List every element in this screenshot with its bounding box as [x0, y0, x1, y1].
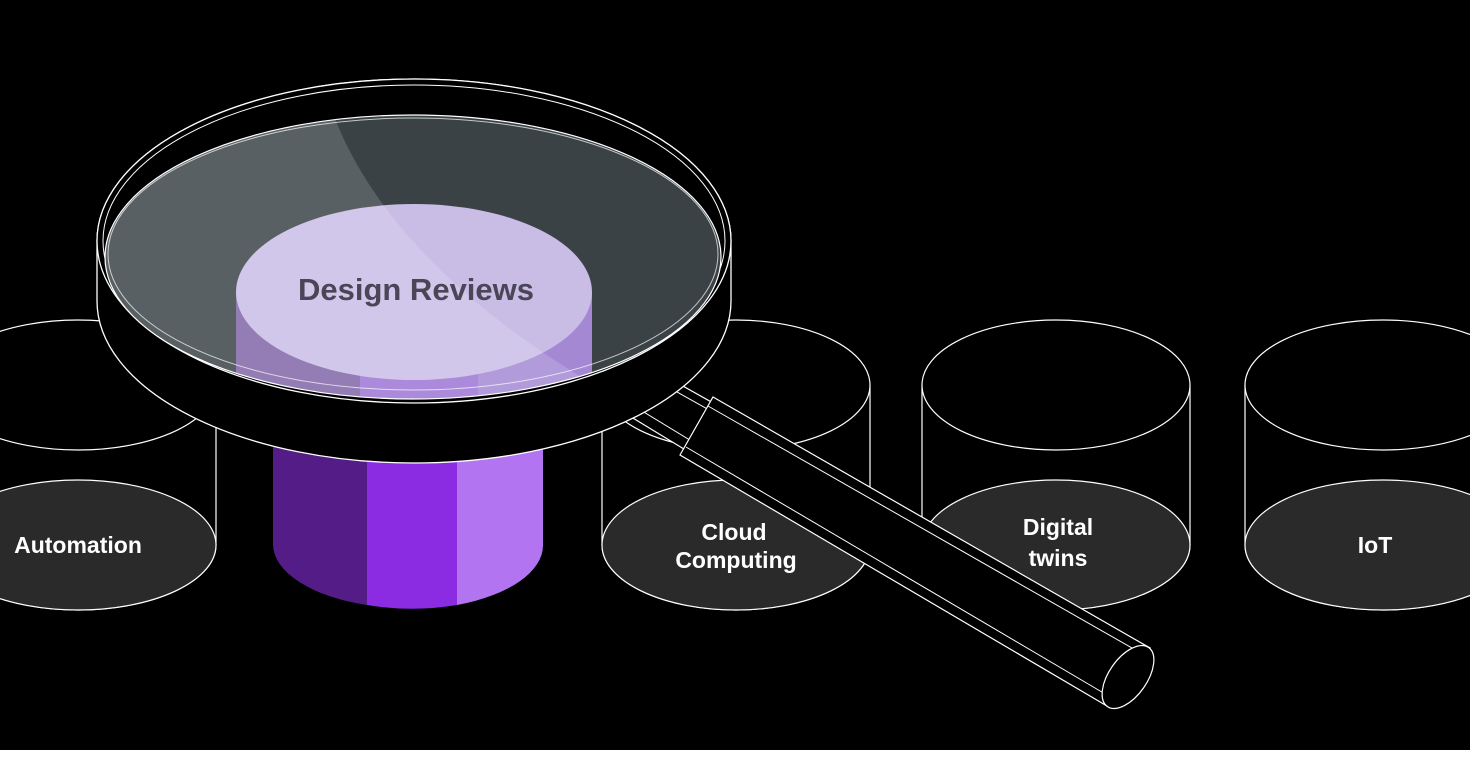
- magnifier-lens: Design Reviews: [96, 78, 732, 464]
- label-digital-line1: Digital: [1023, 514, 1093, 540]
- magnifier-handle: [617, 361, 1155, 710]
- label-iot: IoT: [1358, 532, 1393, 558]
- label-digital-line2: twins: [1029, 545, 1088, 571]
- handle-end-cap: [1101, 644, 1155, 710]
- cylinder-automation: Automation: [0, 319, 217, 611]
- cylinder-design-reviews: [273, 440, 544, 609]
- cylinder-iot: IoT: [1244, 319, 1470, 611]
- label-automation: Automation: [14, 532, 142, 558]
- disk-automation: [0, 479, 217, 611]
- label-design-reviews: Design Reviews: [298, 272, 534, 307]
- disk-iot: [1244, 479, 1470, 611]
- label-cloud-line2: Computing: [675, 547, 796, 573]
- disk-design-reviews: [236, 204, 592, 380]
- label-cloud-line1: Cloud: [701, 519, 766, 545]
